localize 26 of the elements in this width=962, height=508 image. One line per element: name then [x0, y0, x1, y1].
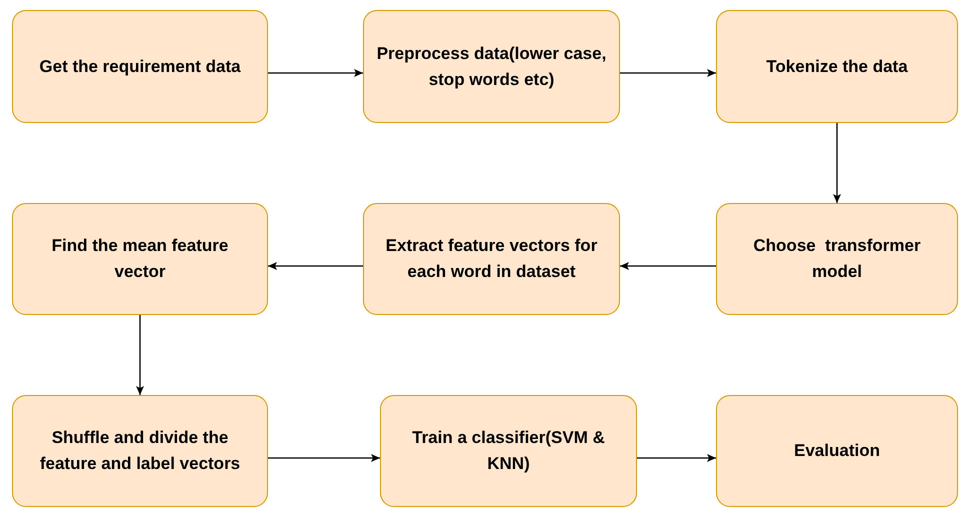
box-label: Get the requirement data: [39, 56, 241, 78]
process-box: [716, 10, 958, 123]
process-box: [380, 395, 637, 507]
process-box: [716, 395, 958, 507]
arrow: [620, 262, 716, 270]
arrow: [268, 454, 380, 462]
process-box: [363, 10, 620, 123]
arrow: [637, 454, 716, 462]
box-label: Extract feature vectors for each word in dataset: [384, 235, 598, 283]
process-box: [12, 395, 268, 507]
process-box: [12, 203, 268, 315]
box-label: Choose transformer model: [752, 235, 922, 283]
arrow: [833, 123, 841, 203]
arrow: [268, 262, 363, 270]
box-label: Evaluation: [794, 440, 880, 462]
process-box: [363, 203, 620, 315]
arrow: [136, 315, 144, 395]
arrow: [620, 69, 716, 77]
arrow: [268, 69, 363, 77]
process-box: [12, 10, 268, 123]
box-label: Find the mean feature vector: [50, 235, 230, 283]
box-label: Preprocess data(lower case, stop words etc): [376, 42, 607, 90]
process-box: [716, 203, 958, 315]
box-label: Tokenize the data: [766, 56, 908, 78]
box-label: Train a classifier(SVM & KNN): [411, 427, 606, 475]
box-label: Shuffle and divide the feature and label vectors: [38, 427, 242, 475]
